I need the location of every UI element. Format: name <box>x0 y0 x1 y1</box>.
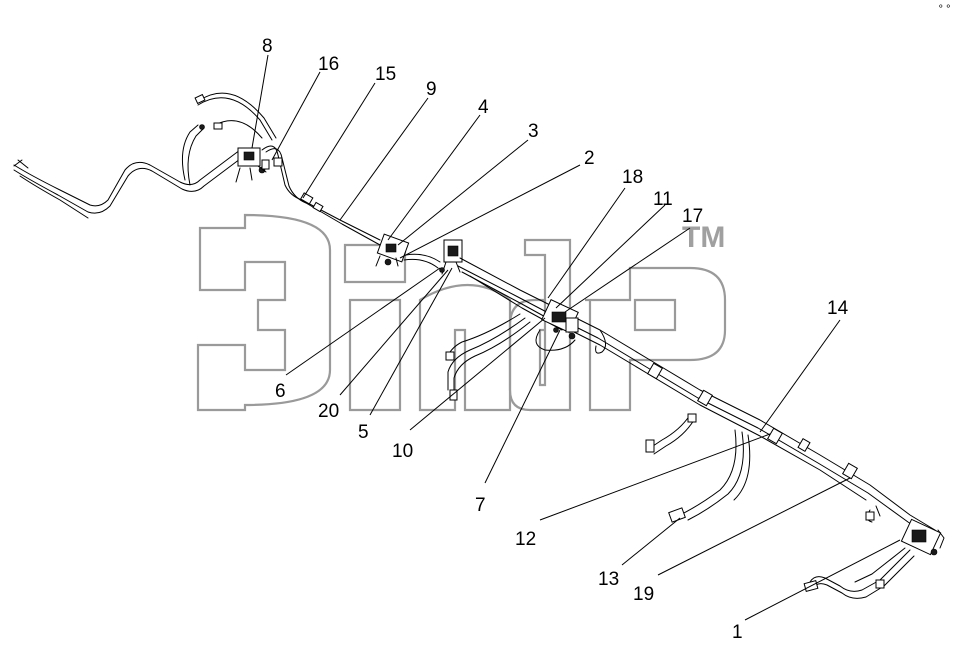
callout-17: 17 <box>682 206 703 227</box>
harness-left-section <box>13 92 381 246</box>
callout-11: 11 <box>653 189 673 210</box>
harness-right-section <box>803 505 945 599</box>
callout-7: 7 <box>475 495 486 516</box>
connector-right-end <box>900 518 945 556</box>
callout-5: 5 <box>358 422 369 443</box>
callout-18: 18 <box>622 167 643 188</box>
callout-3: 3 <box>528 121 539 142</box>
callout-2: 2 <box>584 148 595 169</box>
corner-mark: ⚬⚬ <box>937 1 952 11</box>
connector-8 <box>235 147 270 183</box>
connector-4 <box>375 233 410 267</box>
callout-4: 4 <box>478 97 489 118</box>
callout-14: 14 <box>827 298 849 319</box>
harness-center-section <box>375 233 936 537</box>
watermark-tm: TM <box>682 221 725 254</box>
callout-9: 9 <box>426 79 437 100</box>
callout-13: 13 <box>598 569 619 590</box>
callout-8: 8 <box>262 36 273 57</box>
callout-16: 16 <box>318 54 339 75</box>
callout-6: 6 <box>275 381 286 402</box>
callout-labels: 8 16 15 9 4 3 2 18 11 17 14 6 20 5 10 7 … <box>262 36 849 643</box>
callout-19: 19 <box>633 584 654 605</box>
connector-cluster-center <box>541 299 579 340</box>
callout-12: 12 <box>515 529 536 550</box>
callout-1: 1 <box>732 622 743 643</box>
callout-10: 10 <box>392 441 413 462</box>
callout-15: 15 <box>375 64 396 85</box>
callout-20: 20 <box>318 401 339 422</box>
watermark-logo: TM <box>196 213 727 412</box>
leader-lines <box>251 54 901 621</box>
connector-2 <box>439 239 463 275</box>
